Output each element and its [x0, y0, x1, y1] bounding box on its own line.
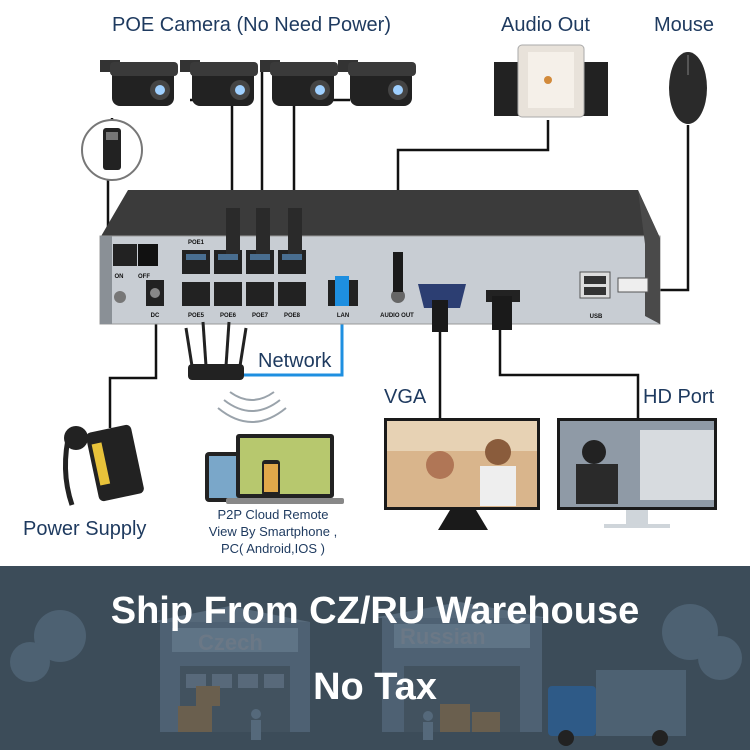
port-label-poe6: POE6: [219, 313, 236, 319]
speaker-icon: [494, 44, 608, 118]
warehouse-czech-label: Czech: [198, 630, 263, 655]
port-label-dc: DC: [150, 313, 160, 319]
network-label: Network: [258, 350, 332, 372]
p2p-devices-icon: [205, 434, 344, 504]
banner-title: Ship From CZ/RU Warehouse: [110, 590, 640, 632]
mouse-label: Mouse: [654, 14, 715, 36]
poe-camera-2: [180, 60, 258, 106]
port-label-poe1: POE1: [187, 240, 204, 246]
nvr-recorder: [99, 190, 661, 332]
port-label-poe8: POE8: [283, 313, 300, 319]
rj45-closeup-icon: [81, 119, 143, 181]
vga-monitor: [384, 418, 540, 530]
wifi-waves-icon: [217, 391, 287, 423]
p2p-label-line2: View By Smartphone ,: [208, 524, 338, 539]
port-label-usb: USB: [589, 314, 603, 320]
port-label-off: OFF: [138, 274, 150, 280]
poe-camera-3: [260, 60, 338, 106]
hd-monitor: [557, 418, 717, 528]
power-adapter-icon: [62, 424, 144, 506]
power-supply-label: Power Supply: [23, 518, 147, 540]
hd-port-label: HD Port: [643, 386, 715, 408]
p2p-label-line3: PC( Android,IOS ): [220, 541, 326, 556]
banner-subtitle: No Tax: [313, 666, 437, 708]
poe-camera-1: [100, 60, 178, 106]
p2p-label-line1: P2P Cloud Remote: [217, 507, 329, 522]
mouse-icon: [669, 52, 707, 124]
poe-camera-4: [338, 60, 416, 106]
port-label-poe7: POE7: [251, 313, 268, 319]
poe-camera-label: POE Camera (No Need Power): [112, 14, 391, 36]
port-label-on: ON: [114, 274, 124, 280]
port-label-poe5: POE5: [187, 313, 204, 319]
warehouse-banner: Czech Russian Ship From CZ/RU Warehouse …: [0, 566, 750, 750]
vga-label: VGA: [384, 386, 427, 408]
warehouse-illustration: [0, 566, 750, 750]
warehouse-russian-label: Russian: [400, 624, 486, 649]
port-label-lan: LAN: [336, 313, 350, 319]
router-icon: [184, 321, 248, 380]
port-label-audio-out: AUDIO OUT: [380, 313, 414, 319]
audio-out-label: Audio Out: [501, 14, 590, 36]
